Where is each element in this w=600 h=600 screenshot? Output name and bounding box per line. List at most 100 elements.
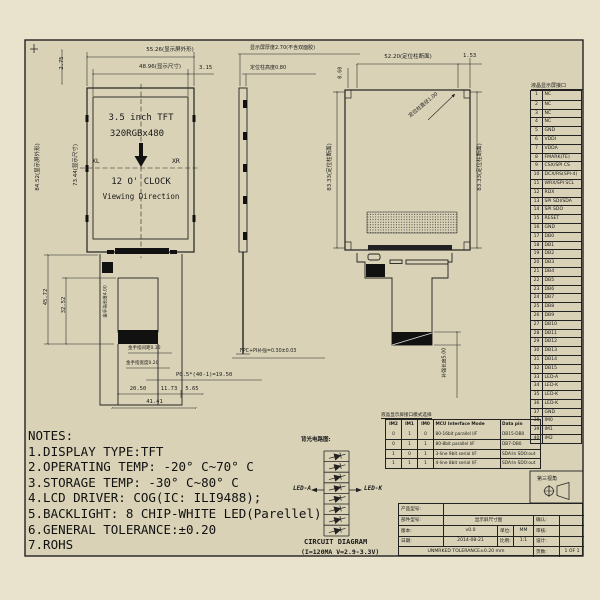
pin-name: DB10 <box>544 321 558 327</box>
pin-row: 28 DB11 <box>531 328 581 338</box>
dim-side-post-height: 定位柱高度0.80 <box>250 65 287 71</box>
note-item: 3.STORAGE TEMP: -30° C~80° C <box>28 474 239 490</box>
led-cathode-label: LED-K <box>364 484 383 492</box>
product-model-value <box>444 504 584 515</box>
pin-row: 39 IM1 <box>531 425 581 435</box>
pin-number: 8 <box>531 153 543 162</box>
pin-number: 32 <box>531 364 543 373</box>
dim-fpc-length2: 32.52 <box>60 296 67 314</box>
pin-name: NC <box>544 119 552 125</box>
design-value <box>560 535 584 547</box>
front-dimensions <box>44 49 262 409</box>
pin-number: 16 <box>531 223 543 232</box>
dim-d2: 11.73 <box>160 386 178 392</box>
dim-back-height-left: 83.33(定位柱断面) <box>326 143 333 191</box>
pin-table: 1 NC 2 NC 3 NC 4 NC 5 GND 6 VDDI 7 VDDA … <box>530 90 582 444</box>
dim-d1: 20.50 <box>129 386 147 392</box>
pin-name: LED-A <box>544 374 559 380</box>
header-im2: IM2 <box>386 420 402 430</box>
pin-number: 39 <box>531 426 543 435</box>
note-item: 2.OPERATING TEMP: -20° C~70° C <box>28 459 254 475</box>
pin-name: DB6 <box>544 286 555 292</box>
frame-border <box>24 39 584 557</box>
circuit-title: 背光电路图: <box>301 437 331 443</box>
pin-name: VDDI <box>544 136 557 142</box>
note-item: 4.LCD DRIVER: COG(IC: ILI9488); <box>28 490 262 506</box>
pin-row: 25 DB8 <box>531 302 581 311</box>
front-view <box>80 84 200 406</box>
pin-number: 34 <box>531 382 543 391</box>
confirm-label: 确认: <box>534 514 560 526</box>
dim-back-offset: 0.60 <box>337 66 344 79</box>
pin-row: 3 NC <box>531 108 581 118</box>
backlight-circuit <box>311 450 362 537</box>
pin-number: 4 <box>531 118 543 127</box>
dim-gold-finger-length: 金手指长度4.00 <box>103 285 109 318</box>
pin-number: 22 <box>531 276 543 285</box>
pin-name: SPI SDI/SDA <box>544 198 572 204</box>
pin-number: 28 <box>531 329 543 338</box>
pin-number: 7 <box>531 144 543 153</box>
pin-number: 36 <box>531 399 543 408</box>
pin-number: 26 <box>531 311 543 320</box>
pin-row: 20 DB3 <box>531 258 581 267</box>
pin-name: DB3 <box>544 260 555 266</box>
pin-name: DB4 <box>544 268 555 274</box>
version-label: 版本: <box>399 525 444 536</box>
review-label: 审核: <box>534 525 560 536</box>
pin-row: 34 LED-K <box>531 381 581 391</box>
pin-number: 17 <box>531 232 543 241</box>
pin-number: 33 <box>531 373 543 382</box>
pin-row: 9 CSX/SPI CS <box>531 161 581 171</box>
pin-row: 5 GND <box>531 126 581 135</box>
pin-row: 7 VDDA <box>531 143 581 153</box>
pin-name: NC <box>544 92 552 97</box>
pin-name: DB8 <box>544 304 555 310</box>
pin-number: 27 <box>531 320 543 329</box>
note-item: 6.GENERAL TOLERANCE:±0.20 <box>28 521 217 537</box>
pin-number: 14 <box>531 206 543 215</box>
date-label: 日期: <box>399 535 444 547</box>
back-view <box>344 89 471 346</box>
version-value: v0.0 <box>444 525 498 536</box>
pin-name: DCX/RS(SPI-4) <box>544 172 578 178</box>
pin-name: LED-K <box>544 392 559 398</box>
interface-table-row: 1 1 1 4-line 8bit serial I/F SDA:In SDO:… <box>386 458 540 468</box>
pin-row: 31 DB14 <box>531 354 581 364</box>
header-mode: MCU Interface Mode <box>434 420 501 430</box>
pin-name: RESET <box>544 216 560 222</box>
viewing-direction-text: Viewing Direction <box>102 192 180 201</box>
clock-direction-text: 12 O' CLOCK <box>111 177 171 187</box>
pin-name: WRX/SPI SCL <box>544 180 575 186</box>
pin-number: 9 <box>531 162 543 171</box>
pin-number: 5 <box>531 127 543 135</box>
pin-name: CSX/SPI CS <box>544 163 570 169</box>
page-value: 1 OF 1 <box>560 546 584 557</box>
part-model-label: 部件型号: <box>399 514 444 526</box>
third-angle-projection-icon <box>529 470 584 504</box>
pin-name: IM0 <box>544 418 553 424</box>
interface-table-row: 1 0 1 3-line 9bit serial I/F SDA:In SDO:… <box>386 448 540 459</box>
interface-table-header: IM2 IM1 IM0 MCU Interface Mode Data pin <box>386 420 540 430</box>
dim-d3: 5.65 <box>185 386 199 392</box>
pin-number: 18 <box>531 241 543 250</box>
title-block: 产品型号: 部件型号: 显示屏尺寸图 确认: 版本: v0.0 单位: MM 审… <box>398 503 584 557</box>
led-anode-label: LED-A <box>292 484 311 492</box>
dim-front-width-outer: 55.26(显示屏外形) <box>146 47 194 53</box>
pin-number: 23 <box>531 285 543 294</box>
header-datapin: Data pin <box>502 422 523 427</box>
dim-d4: 41.41 <box>146 399 163 405</box>
pin-number: 38 <box>531 417 543 426</box>
circuit-spec: (I=120MA V=2.9-3.3V) <box>301 548 380 556</box>
pin-row: 30 DB13 <box>531 346 581 355</box>
pin-name: IM1 <box>544 427 553 433</box>
pin-name: VDDA <box>544 145 558 151</box>
pin-row: 2 NC <box>531 99 581 109</box>
interface-table-row: 0 1 1 80-8bit parallel I/F DB7-DB0 <box>386 439 540 449</box>
review-value <box>560 525 584 536</box>
pin-number: 11 <box>531 179 543 188</box>
scale-label: 比例: <box>498 535 514 547</box>
unit-label: 单位: <box>498 525 514 536</box>
